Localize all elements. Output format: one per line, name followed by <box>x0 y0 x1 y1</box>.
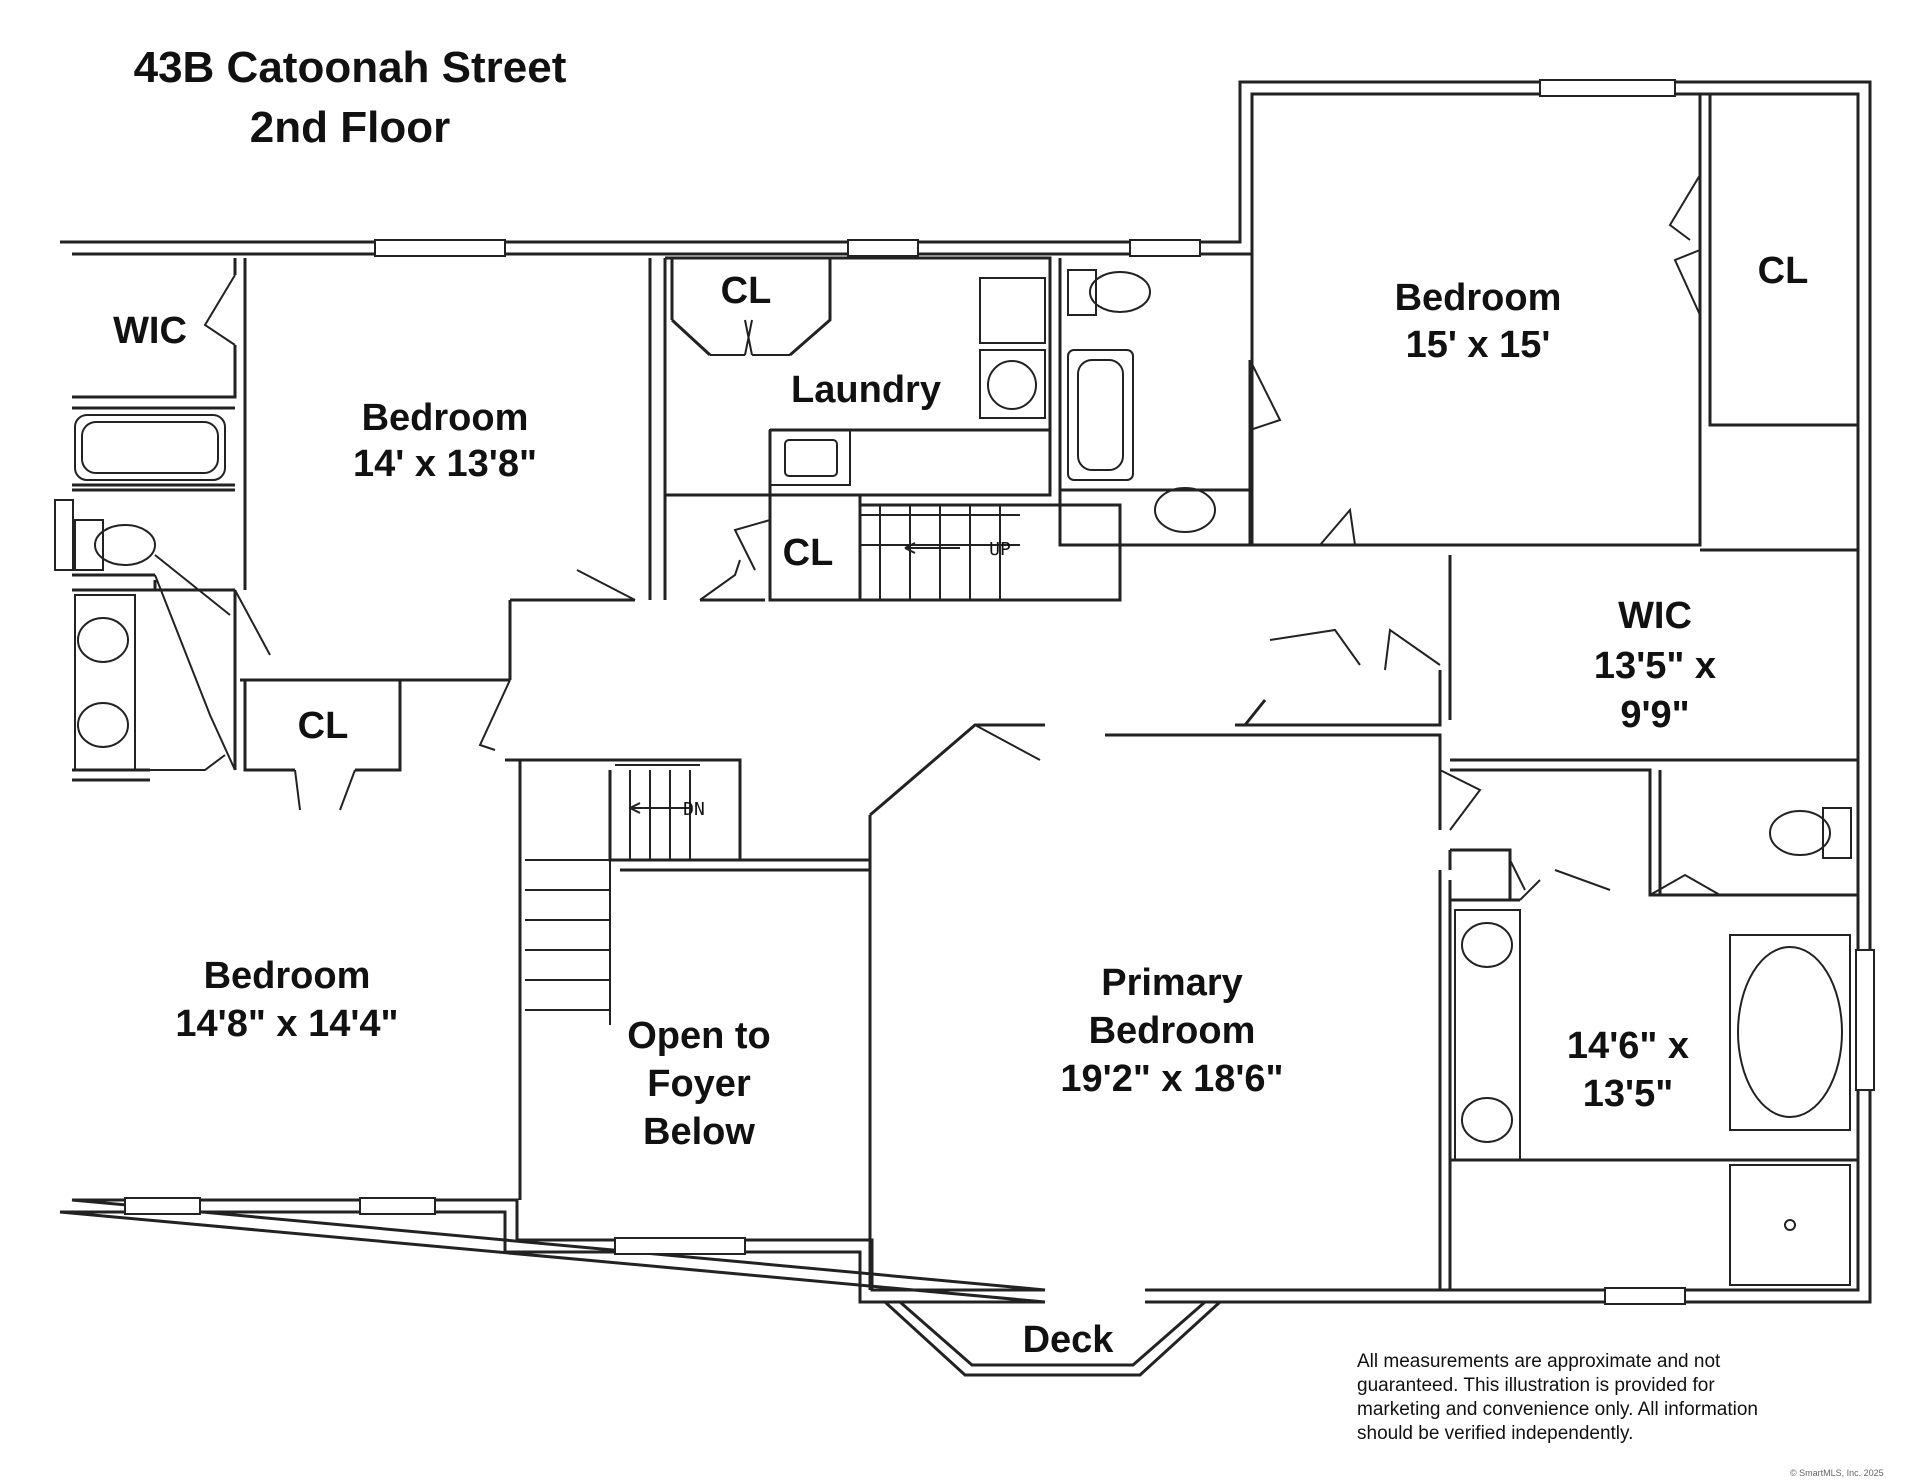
deck-outline <box>883 1300 1222 1377</box>
stair-dn-label: DN <box>683 799 705 820</box>
plan-title: 43B Catoonah Street 2nd Floor <box>60 38 640 158</box>
disclaimer-line: All measurements are approximate and not <box>1357 1351 1721 1372</box>
bedroom-sw-size: 14'8" x 14'4" <box>175 1003 398 1045</box>
wic-primary-size-1: 13'5" x <box>1594 645 1716 687</box>
stair-up-label: UP <box>989 539 1011 560</box>
fixtures <box>74 269 1852 1286</box>
primary-bedroom-line-2: Bedroom <box>1089 1010 1256 1052</box>
wic-primary-size-2: 9'9" <box>1620 694 1689 736</box>
address-heading: 43B Catoonah Street <box>133 43 567 92</box>
open-foyer-line-1: Open to <box>627 1015 771 1057</box>
disclaimer-line: should be verified independently. <box>1357 1423 1634 1444</box>
primary-bedroom-line-1: Primary <box>1101 962 1243 1004</box>
open-foyer-line-2: Foyer <box>647 1063 751 1105</box>
closet-ne-label: CL <box>1758 250 1809 292</box>
bedroom-sw-name: Bedroom <box>204 955 371 997</box>
laundry-label: Laundry <box>791 369 941 411</box>
bedroom-nw-size: 14' x 13'8" <box>353 443 537 485</box>
wic-primary-name: WIC <box>1618 595 1692 637</box>
disclaimer-line: guaranteed. This illustration is provide… <box>1357 1375 1715 1396</box>
closet-hall-label: CL <box>298 705 349 747</box>
disclaimer: All measurements are approximate and not… <box>1357 1350 1837 1446</box>
bedroom-ne-name: Bedroom <box>1395 277 1562 319</box>
primary-bedroom-size: 19'2" x 18'6" <box>1060 1058 1283 1100</box>
primary-bath-size-2: 13'5" <box>1583 1073 1673 1115</box>
walls <box>59 80 1872 1304</box>
open-foyer-line-3: Below <box>643 1111 755 1153</box>
closet-stair-label: CL <box>783 532 834 574</box>
disclaimer-line: marketing and convenience only. All info… <box>1357 1399 1758 1420</box>
closet-laundry-label: CL <box>721 270 772 312</box>
primary-bath-size-1: 14'6" x <box>1567 1025 1689 1067</box>
floor-heading: 2nd Floor <box>249 103 451 152</box>
bedroom-ne-size: 15' x 15' <box>1406 324 1551 366</box>
copyright-notice: © SmartMLS, Inc. 2025 <box>1790 1468 1884 1478</box>
deck-label: Deck <box>1023 1319 1115 1361</box>
room-labels: WIC Bedroom 14' x 13'8" CL Laundry CL UP… <box>113 250 1808 1361</box>
bedroom-nw-name: Bedroom <box>362 397 529 439</box>
wic-left-label: WIC <box>113 310 187 352</box>
door-swings <box>150 174 1721 901</box>
windows <box>54 79 1875 1305</box>
